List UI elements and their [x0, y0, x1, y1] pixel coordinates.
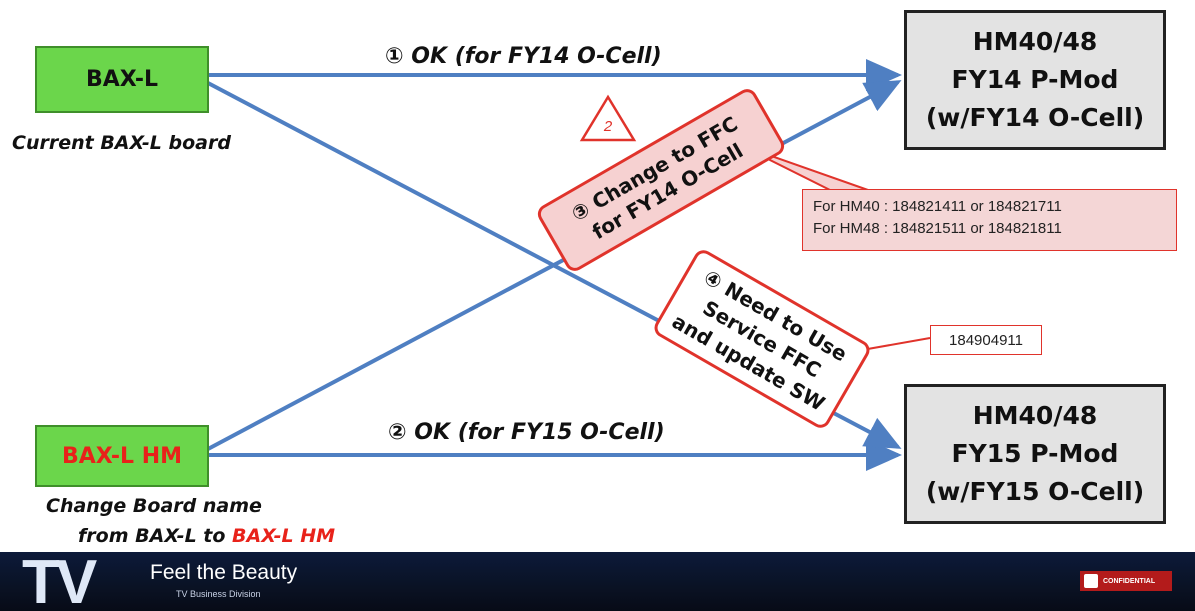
- service-part-number: 184904911: [949, 331, 1023, 349]
- footer-tv-logo: TV: [22, 552, 97, 611]
- caption-change-line1: Change Board name: [46, 495, 262, 517]
- caption-change-name: Change Board name from BAX-L to BAX-L HM: [46, 491, 335, 551]
- caption-change-highlight: BAX-L HM: [232, 525, 336, 547]
- warning-triangle-icon: [579, 94, 637, 142]
- node-bax-l: BAX-L: [35, 46, 209, 113]
- footer-division: TV Business Division: [176, 589, 261, 599]
- arrow-label-1: ① OK (for FY14 O-Cell): [385, 44, 662, 69]
- target-fy14-line3: (w/FY14 O-Cell): [925, 103, 1145, 132]
- caption-current-board: Current BAX-L board: [12, 132, 231, 154]
- target-fy15-line3: (w/FY15 O-Cell): [925, 477, 1145, 506]
- node-bax-l-hm-label: BAX-L HM: [61, 443, 183, 469]
- target-fy15-line2: FY15 P-Mod: [951, 439, 1119, 468]
- caption-change-line2: from BAX-L to BAX-L HM: [46, 521, 335, 551]
- target-fy14-line2: FY14 P-Mod: [951, 65, 1119, 94]
- warning-number: 2: [603, 118, 613, 135]
- footer-bar: TV Feel the Beauty TV Business Division …: [0, 552, 1195, 611]
- arrow-label-2: ② OK (for FY15 O-Cell): [388, 420, 665, 445]
- target-fy14: HM40/48 FY14 P-Mod (w/FY14 O-Cell): [904, 10, 1166, 150]
- part-numbers-box: For HM40 : 184821411 or 184821711 For HM…: [802, 189, 1177, 251]
- confidential-badge: CONFIDENTIAL: [1080, 571, 1172, 591]
- target-fy15-line1: HM40/48: [972, 401, 1098, 430]
- target-fy15: HM40/48 FY15 P-Mod (w/FY15 O-Cell): [904, 384, 1166, 524]
- callout-4-pointer: [861, 337, 931, 351]
- target-fy14-line1: HM40/48: [972, 27, 1098, 56]
- footer-slogan: Feel the Beauty: [150, 561, 298, 584]
- part-numbers-hm40: For HM40 : 184821411 or 184821711: [813, 198, 1062, 215]
- node-bax-l-label: BAX-L: [85, 67, 159, 92]
- node-bax-l-hm: BAX-L HM: [35, 425, 209, 487]
- brand-mark-icon: [1084, 574, 1098, 588]
- caption-change-prefix: from BAX-L to: [78, 525, 233, 547]
- confidential-label: CONFIDENTIAL: [1103, 577, 1156, 585]
- part-numbers-hm48: For HM48 : 184821511 or 184821811: [813, 220, 1062, 237]
- service-part-box: 184904911: [930, 325, 1042, 355]
